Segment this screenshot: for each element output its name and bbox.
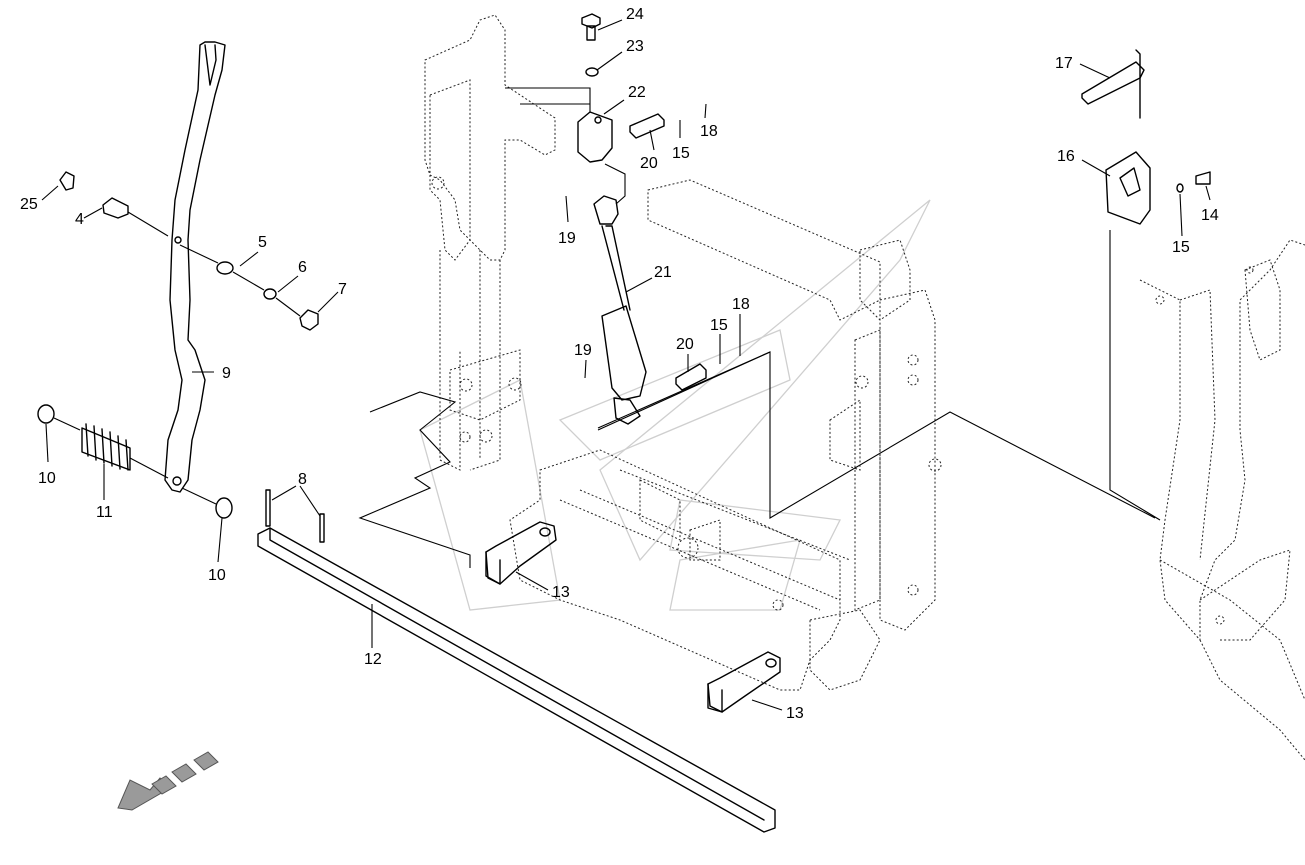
callout-17: 17 <box>1055 55 1073 72</box>
callout-20: 20 <box>676 336 694 353</box>
callout-23: 23 <box>626 38 644 55</box>
callout-22: 22 <box>628 84 646 101</box>
callout-9: 9 <box>222 365 231 382</box>
callout-7: 7 <box>338 281 347 298</box>
screw-part-14 <box>1195 171 1211 185</box>
pins-part-8 <box>265 489 325 543</box>
callout-18: 18 <box>700 123 718 140</box>
pin-part-20-bottom <box>675 363 707 391</box>
callout-12: 12 <box>364 651 382 668</box>
arm-part-13-front <box>485 521 557 585</box>
callout-6: 6 <box>298 259 307 276</box>
pin-part-20-top <box>629 113 665 139</box>
bracket-part-16 <box>1105 151 1151 225</box>
washer-part-15 <box>1176 183 1184 193</box>
callout-5: 5 <box>258 234 267 251</box>
callout-21: 21 <box>654 264 672 281</box>
callout-13: 13 <box>786 705 804 722</box>
lock-washer-part-6 <box>232 271 277 300</box>
shaft-part-12 <box>257 527 776 833</box>
callout-16: 16 <box>1057 148 1075 165</box>
callout-19: 19 <box>558 230 576 247</box>
callout-11: 11 <box>96 504 113 521</box>
callout-8: 8 <box>298 471 307 488</box>
callout-25: 25 <box>20 196 38 213</box>
arm-part-13-rear <box>707 651 781 713</box>
leader-lines <box>41 19 1211 711</box>
bolt-part-24 <box>581 13 601 41</box>
callout-15: 15 <box>1172 239 1190 256</box>
callout-13: 13 <box>552 584 570 601</box>
pin-part-17 <box>1081 49 1145 119</box>
callout-15: 15 <box>710 317 728 334</box>
washer-part-23 <box>585 67 599 77</box>
callout-4: 4 <box>75 211 84 228</box>
nut-part-7 <box>275 297 319 331</box>
watermark-logo <box>419 199 931 611</box>
main-frame <box>424 14 942 691</box>
washer-part-10-right <box>181 487 233 519</box>
callout-14: 14 <box>1201 207 1219 224</box>
spring-part-11 <box>81 423 169 479</box>
ground-plane-outline <box>358 230 1161 568</box>
callout-19: 19 <box>574 342 592 359</box>
callout-20: 20 <box>640 155 658 172</box>
callout-15: 15 <box>672 145 690 162</box>
bolt-part-4 <box>102 197 169 237</box>
clip-part-25 <box>59 171 75 191</box>
cylinder-part-21 <box>593 195 647 425</box>
right-side-assembly <box>1139 239 1305 761</box>
bracket-part-22 <box>577 111 613 163</box>
callout-10: 10 <box>38 470 56 487</box>
part-callout-labels: 24 23 22 20 15 18 19 21 18 15 20 19 17 1… <box>20 6 1219 722</box>
washer-part-5 <box>179 244 234 275</box>
callout-10: 10 <box>208 567 226 584</box>
callout-24: 24 <box>626 6 644 23</box>
lever-part-9 <box>164 41 226 493</box>
travel-direction-arrow-icon <box>117 751 219 811</box>
washer-part-10-left <box>37 404 81 431</box>
callout-18: 18 <box>732 296 750 313</box>
